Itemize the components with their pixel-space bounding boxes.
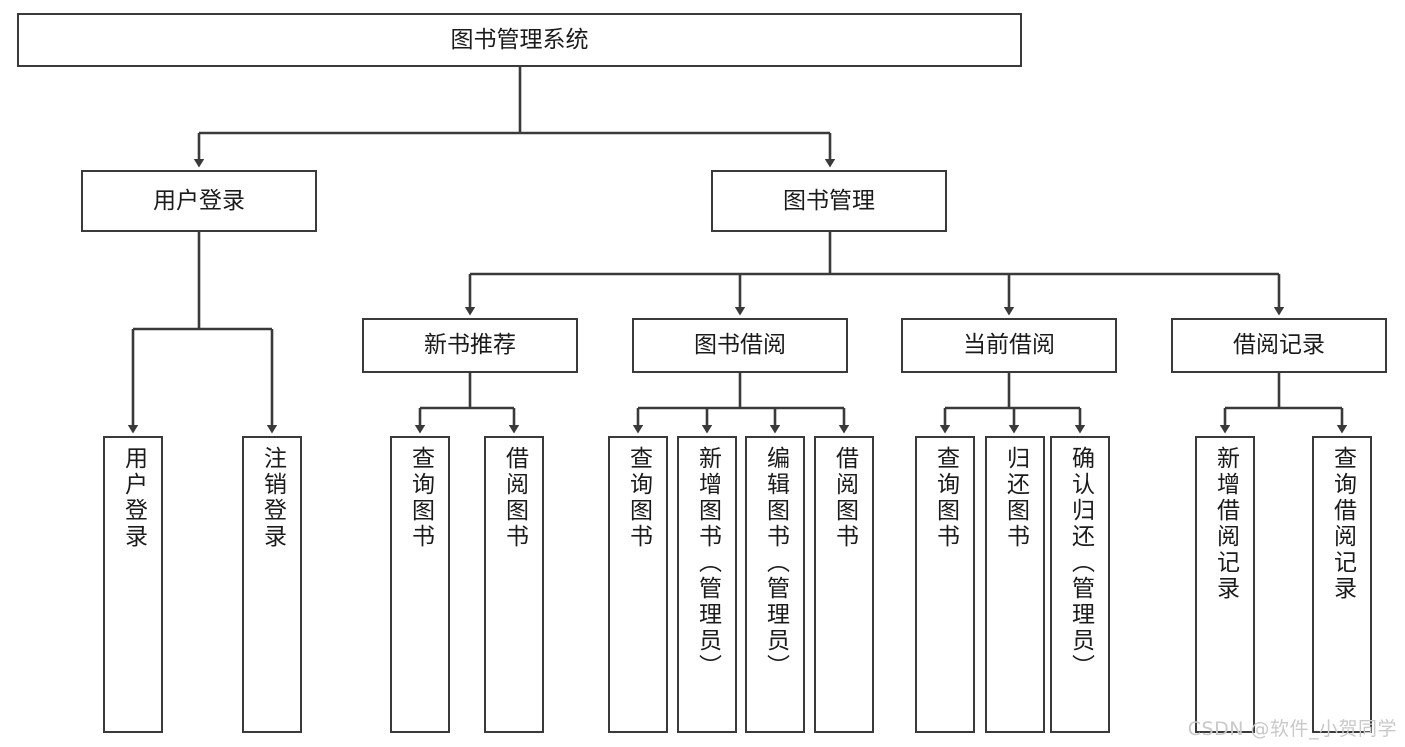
node-root-system[interactable]: 图书管理系统 [17,13,1022,67]
leaf-record-query[interactable]: 查询借阅记录 [1312,436,1372,733]
leaf-current-return-book[interactable]: 归还图书 [985,436,1045,733]
leaf-record-add[interactable]: 新增借阅记录 [1195,436,1255,733]
leaf-borrow-query-book[interactable]: 查询图书 [608,436,668,733]
node-label: 图书借阅 [694,332,786,359]
node-borrow-record[interactable]: 借阅记录 [1171,318,1387,373]
node-new-book-recommend[interactable]: 新书推荐 [362,318,578,373]
node-label: 当前借阅 [963,332,1055,359]
leaf-user-logout[interactable]: 注销登录 [242,436,302,733]
leaf-current-confirm-return-admin[interactable]: 确认归还（管理员） [1050,436,1110,733]
node-label: 注销登录 [259,446,286,550]
node-label: 图书管理系统 [450,26,589,53]
leaf-recommend-borrow-book[interactable]: 借阅图书 [484,436,544,733]
node-book-management[interactable]: 图书管理 [711,170,947,232]
node-label: 借阅图书 [501,446,528,550]
node-book-borrow[interactable]: 图书借阅 [632,318,848,373]
node-label: 查询图书 [932,446,959,550]
leaf-borrow-borrow-book[interactable]: 借阅图书 [814,436,874,733]
node-label: 借阅记录 [1233,332,1325,359]
node-label: 确认归还（管理员） [1067,446,1094,680]
leaf-user-login[interactable]: 用户登录 [103,436,163,733]
node-label: 新书推荐 [424,332,516,359]
node-label: 用户登录 [153,187,245,214]
node-label: 用户登录 [120,446,147,550]
node-label: 编辑图书（管理员） [762,446,789,680]
leaf-borrow-add-book-admin[interactable]: 新增图书（管理员） [677,436,737,733]
node-label: 查询借阅记录 [1329,446,1356,602]
node-label: 借阅图书 [831,446,858,550]
node-user-login[interactable]: 用户登录 [81,170,317,232]
node-label: 归还图书 [1002,446,1029,550]
leaf-borrow-edit-book-admin[interactable]: 编辑图书（管理员） [745,436,805,733]
node-label: 查询图书 [625,446,652,550]
node-label: 新增借阅记录 [1212,446,1239,602]
node-current-borrow[interactable]: 当前借阅 [901,318,1117,373]
node-label: 新增图书（管理员） [694,446,721,680]
watermark: CSDN @软件_小贺同学 [1187,718,1397,740]
node-label: 查询图书 [407,446,434,550]
node-label: 图书管理 [783,187,875,214]
leaf-recommend-query-book[interactable]: 查询图书 [390,436,450,733]
leaf-current-query-book[interactable]: 查询图书 [915,436,975,733]
